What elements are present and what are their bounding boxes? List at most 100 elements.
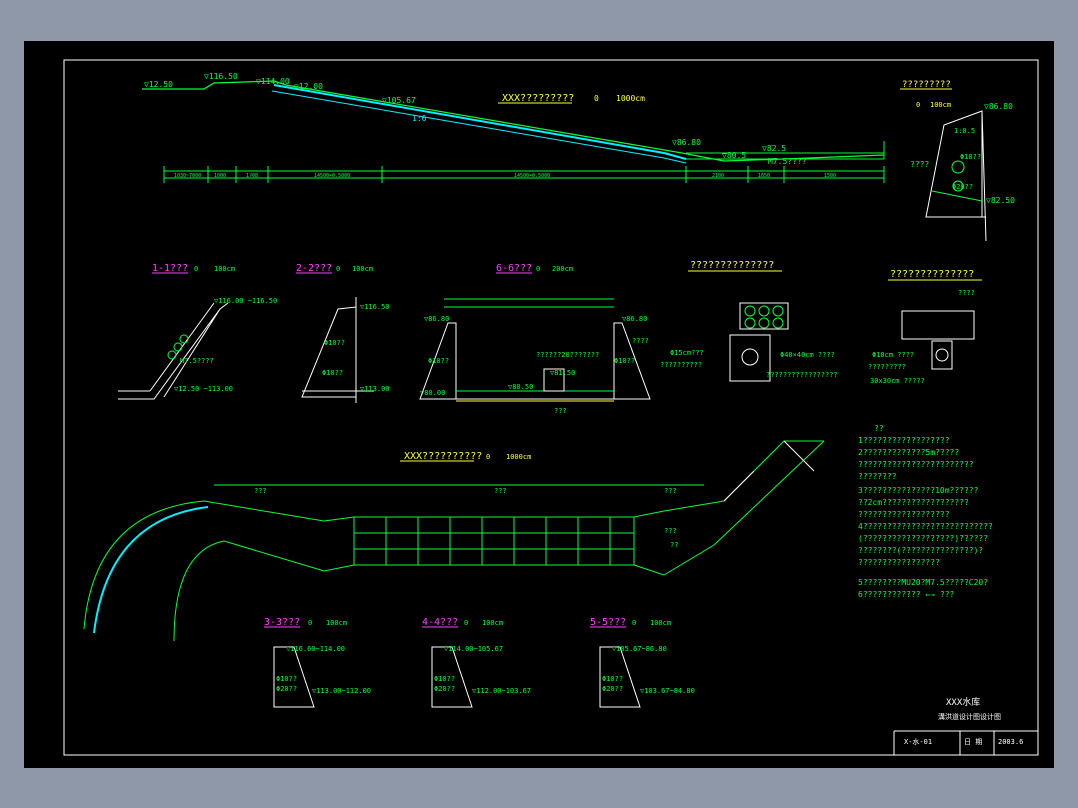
svg-text:1??????????????????: 1?????????????????? [858, 436, 950, 445]
svg-text:▽86.80: ▽86.80 [424, 315, 449, 323]
drain-detail-1-title: ?????????????? [690, 260, 774, 271]
svg-text:????????????????????????: ???????????????????????? [858, 460, 974, 469]
detail-top-title: ????????? [902, 80, 951, 90]
profile-title: XXX????????? [502, 93, 574, 104]
svg-text:????: ???? [632, 337, 649, 345]
profile-dim-6: 2100 [712, 173, 724, 179]
profile-scale: 0 [594, 94, 599, 103]
svg-text:3???????????????10m??????: 3???????????????10m?????? [858, 486, 979, 495]
profile-level-1: ▽12.50 [144, 80, 173, 89]
profile-dim-3: 1?08 [246, 173, 258, 179]
section-5-5-title: 5-5??? [590, 617, 626, 628]
profile-dim-2: 1000 [214, 173, 226, 179]
svg-text:200cm: 200cm [552, 265, 573, 273]
section-3-3: 3-3??? 0 100cm ▽116.60~114.00 Φ10?? Φ20?… [264, 617, 371, 708]
svg-text:5????????MU20?M7.5?????C20?: 5????????MU20?M7.5?????C20? [858, 578, 988, 587]
profile-slope: 1:6 [412, 114, 427, 123]
svg-text:100cm: 100cm [352, 265, 373, 273]
svg-text:??????????: ?????????? [660, 361, 702, 369]
section-1-1-title: 1-1??? [152, 263, 188, 274]
svg-text:Φ10??: Φ10?? [434, 675, 455, 683]
drawing-date: 2003.6 [998, 738, 1023, 746]
svg-text:???: ??? [494, 487, 507, 495]
svg-text:???: ??? [664, 527, 677, 535]
svg-text:▽82.50: ▽82.50 [986, 196, 1015, 205]
section-2-2: 2-2??? 0 100cm ▽116.50 Φ10?? Φ10?? ▽113.… [296, 263, 390, 403]
svg-text:?????????: ????????? [868, 363, 906, 371]
section-6-6: 6-6??? 0 200cm ▽86.80 ▽86.80 Φ10?? Φ10??… [419, 263, 651, 415]
drain-detail-1: ?????????????? Φ15cm??? ?????????? Φ40×4… [660, 260, 838, 382]
svg-text:Φ10??: Φ10?? [324, 339, 345, 347]
svg-text:Φ10??: Φ10?? [322, 369, 343, 377]
svg-text:0: 0 [336, 265, 340, 273]
profile-dim-1: 1030~7000 [174, 173, 201, 179]
svg-text:2?????????????5m?????: 2?????????????5m????? [858, 448, 959, 457]
svg-text:????????(???????????????)?: ????????(???????????????)? [858, 546, 983, 555]
drawing-number: X-水-01 [904, 737, 932, 746]
svg-text:100cm: 100cm [650, 619, 671, 627]
drain-detail-2-title: ?????????????? [890, 269, 974, 280]
section-6-6-title: 6-6??? [496, 263, 532, 274]
section-5-5: 5-5??? 0 100cm ▽105.67~86.80 Φ10?? Φ20??… [590, 617, 695, 708]
svg-text:▽112.00~103.67: ▽112.00~103.67 [472, 687, 531, 695]
svg-text:Φ20??: Φ20?? [434, 685, 455, 693]
svg-text:▽116.60~114.00: ▽116.60~114.00 [286, 645, 345, 653]
title-block: XXX水库 溝洪道设计图设计图 X-水-01 日 期 2003.6 [893, 696, 1038, 755]
svg-text:??2cm??????????????????: ??2cm?????????????????? [858, 498, 969, 507]
profile-scale-unit: 1000cm [616, 94, 645, 103]
svg-text:Φ10??: Φ10?? [276, 675, 297, 683]
svg-text:????????: ???????? [858, 472, 897, 481]
svg-text:M7.5????: M7.5???? [180, 357, 214, 365]
svg-text:6???????????? ⇐⇒ ???: 6???????????? ⇐⇒ ??? [858, 590, 955, 599]
profile-dim-5: 14500×0.5000 [514, 173, 550, 179]
general-notes: ?? 1?????????????????? 2?????????????5m?… [858, 424, 993, 599]
svg-text:???: ??? [554, 407, 567, 415]
profile-level-5: ▽105.67 [382, 96, 416, 105]
profile-level-8: ▽80.5 [722, 151, 746, 160]
section-4-4-title: 4-4??? [422, 617, 458, 628]
profile-level-2: ▽116.50 [204, 72, 238, 81]
svg-text:▽103.67~84.80: ▽103.67~84.80 [640, 687, 695, 695]
svg-text:▽113.00~112.00: ▽113.00~112.00 [312, 687, 371, 695]
svg-text:Φ20??: Φ20?? [602, 685, 623, 693]
profile-dim-4: 14500×0.5000 [314, 173, 350, 179]
svg-text:0: 0 [486, 453, 490, 461]
svg-text:▽12.50 ~113.00: ▽12.50 ~113.00 [174, 385, 233, 393]
notes-heading: ?? [874, 424, 884, 433]
svg-text:100cm: 100cm [326, 619, 347, 627]
drawing-name: 溝洪道设计图设计图 [938, 712, 1001, 721]
section-1-1: 1-1??? 0 100cm ▽116.00 ~116.50 M7.5???? … [118, 263, 277, 400]
svg-text:Φ10cm ????: Φ10cm ???? [872, 351, 914, 359]
svg-text:▽113.00: ▽113.00 [360, 385, 390, 393]
svg-text:0: 0 [536, 265, 540, 273]
svg-text:0: 0 [308, 619, 312, 627]
svg-text:???: ??? [664, 487, 677, 495]
svg-text:???????????????????: ??????????????????? [858, 510, 950, 519]
svg-text:?????????????????: ????????????????? [766, 371, 838, 379]
svg-text:▽116.00 ~116.50: ▽116.00 ~116.50 [214, 297, 277, 305]
svg-text:100cm: 100cm [930, 101, 951, 109]
svg-text:0: 0 [632, 619, 636, 627]
svg-text:0: 0 [916, 101, 920, 109]
svg-text:▽86.80: ▽86.80 [984, 102, 1013, 111]
svg-text:30x30cm ?????: 30x30cm ????? [870, 377, 925, 385]
profile-dim-7: 1650 [758, 173, 770, 179]
detail-top-right: ????????? 0 100cm ▽86.80 ???? Φ10?? Φ20?… [900, 80, 1015, 242]
drain-detail-2: ?????????????? ???? Φ10cm ???? ?????????… [868, 269, 982, 385]
svg-text:???: ??? [254, 487, 267, 495]
svg-text:▽81.50: ▽81.50 [550, 369, 575, 377]
svg-text:▽86.80: ▽86.80 [622, 315, 647, 323]
svg-text:4???????????????????????????: 4??????????????????????????? [858, 522, 993, 531]
svg-text:▽114.00~105.67: ▽114.00~105.67 [444, 645, 503, 653]
profile-note: M7.5???? [768, 157, 807, 166]
longitudinal-profile: XXX????????? 0 1000cm ▽12.50 ▽116.50 ▽11… [142, 72, 885, 183]
svg-text:?????????????????: ????????????????? [858, 558, 940, 567]
svg-text:????: ???? [958, 289, 975, 297]
svg-text:▽105.67~86.80: ▽105.67~86.80 [612, 645, 667, 653]
svg-text:??: ?? [670, 541, 678, 549]
plan-title: XXX?????????? [404, 451, 482, 462]
svg-text:??????20???????: ??????20??????? [536, 351, 599, 359]
profile-level-3: ▽114.00 [256, 77, 290, 86]
svg-text:1:0.5: 1:0.5 [954, 127, 975, 135]
section-4-4: 4-4??? 0 100cm ▽114.00~105.67 Φ10?? Φ20?… [422, 617, 531, 708]
